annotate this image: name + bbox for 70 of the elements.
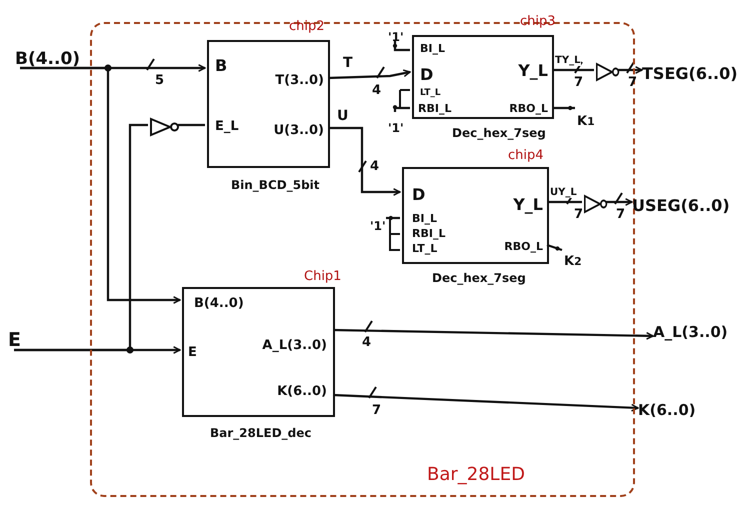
- pin-label: LT_L: [420, 89, 441, 98]
- component-name: Dec_hex_7seg: [432, 272, 526, 284]
- pin-label: B(4..0): [194, 297, 244, 310]
- pin-label: K(6..0): [277, 385, 327, 398]
- component-name: Bar_28LED_dec: [210, 427, 312, 439]
- inverter-symbol: [150, 117, 180, 137]
- edge-label: TY_L: [554, 56, 582, 66]
- signal-label: '1': [370, 212, 388, 232]
- pin-label: U(3..0): [274, 124, 324, 137]
- arrow: [618, 66, 643, 74]
- bus-width: 4: [372, 84, 382, 97]
- pin-label: BI_L: [412, 213, 437, 224]
- signal-label: '1': [388, 114, 406, 134]
- chip-label: chip3: [520, 15, 556, 28]
- pin-label: D: [420, 67, 434, 83]
- pin-label: BI_L: [420, 43, 445, 54]
- arrow: [328, 126, 401, 196]
- pin-label: LT_L: [412, 243, 438, 254]
- signal-label: A_L(3..0): [653, 320, 748, 340]
- arrow: [20, 66, 181, 304]
- arrow: [332, 394, 639, 412]
- component-name: Dec_hex_7seg: [452, 127, 546, 139]
- bus-width: 7: [628, 76, 638, 89]
- pin-label: T(3..0): [275, 74, 324, 87]
- arrow: [332, 328, 654, 340]
- inverter-symbol: [596, 62, 620, 82]
- edge-label: UY_L: [549, 188, 578, 198]
- bus-width: 5: [155, 74, 164, 87]
- wire: [547, 200, 582, 204]
- wire: [552, 106, 575, 110]
- pin-label: Y_L: [518, 63, 548, 79]
- pin-label: RBI_L: [412, 228, 446, 239]
- inverter-symbol: [584, 194, 608, 214]
- chip-label: chip2: [289, 20, 325, 33]
- pin-label: RBO_L: [509, 103, 548, 114]
- bus-width: 7: [616, 208, 626, 221]
- bus-width: 7: [574, 208, 584, 221]
- edge-label: T: [342, 56, 354, 70]
- wire: [178, 124, 205, 126]
- bus-width: 7: [574, 76, 584, 89]
- component-name: Bin_BCD_5bit: [231, 179, 320, 191]
- pin-label: D: [412, 187, 426, 203]
- arrow: [606, 198, 633, 206]
- wire: [552, 68, 594, 72]
- pin-label: RBO_L: [504, 241, 543, 252]
- pin-label: Y_L: [513, 197, 543, 213]
- signal-label: E: [8, 328, 26, 350]
- edge-label: U: [336, 109, 350, 123]
- pin-label: E_L: [215, 120, 239, 133]
- wire: [546, 244, 562, 252]
- signal-label: B(4..0): [15, 44, 95, 68]
- wire: [392, 41, 410, 52]
- bus-width: 7: [372, 404, 382, 417]
- signal-label: TSEG(6..0): [642, 58, 750, 82]
- signal-label: K(6..0): [638, 398, 728, 418]
- chip-label: chip4: [508, 149, 544, 162]
- signal-label: '1': [388, 26, 406, 43]
- pin-label: A_L(3..0): [262, 339, 327, 352]
- pin-label: B: [215, 58, 228, 74]
- chip-label: Chip1: [304, 270, 342, 283]
- block-name: Bar_28LED: [427, 466, 525, 484]
- pin-label: RBI_L: [418, 103, 452, 114]
- wire: [392, 105, 410, 112]
- arrow: [328, 69, 411, 80]
- bus-width: 4: [370, 160, 380, 173]
- signal-label: USEG(6..0): [632, 190, 744, 214]
- bus-width: 4: [362, 336, 372, 349]
- wire: [386, 216, 400, 220]
- pin-label: E: [188, 346, 197, 359]
- wire: [14, 124, 148, 352]
